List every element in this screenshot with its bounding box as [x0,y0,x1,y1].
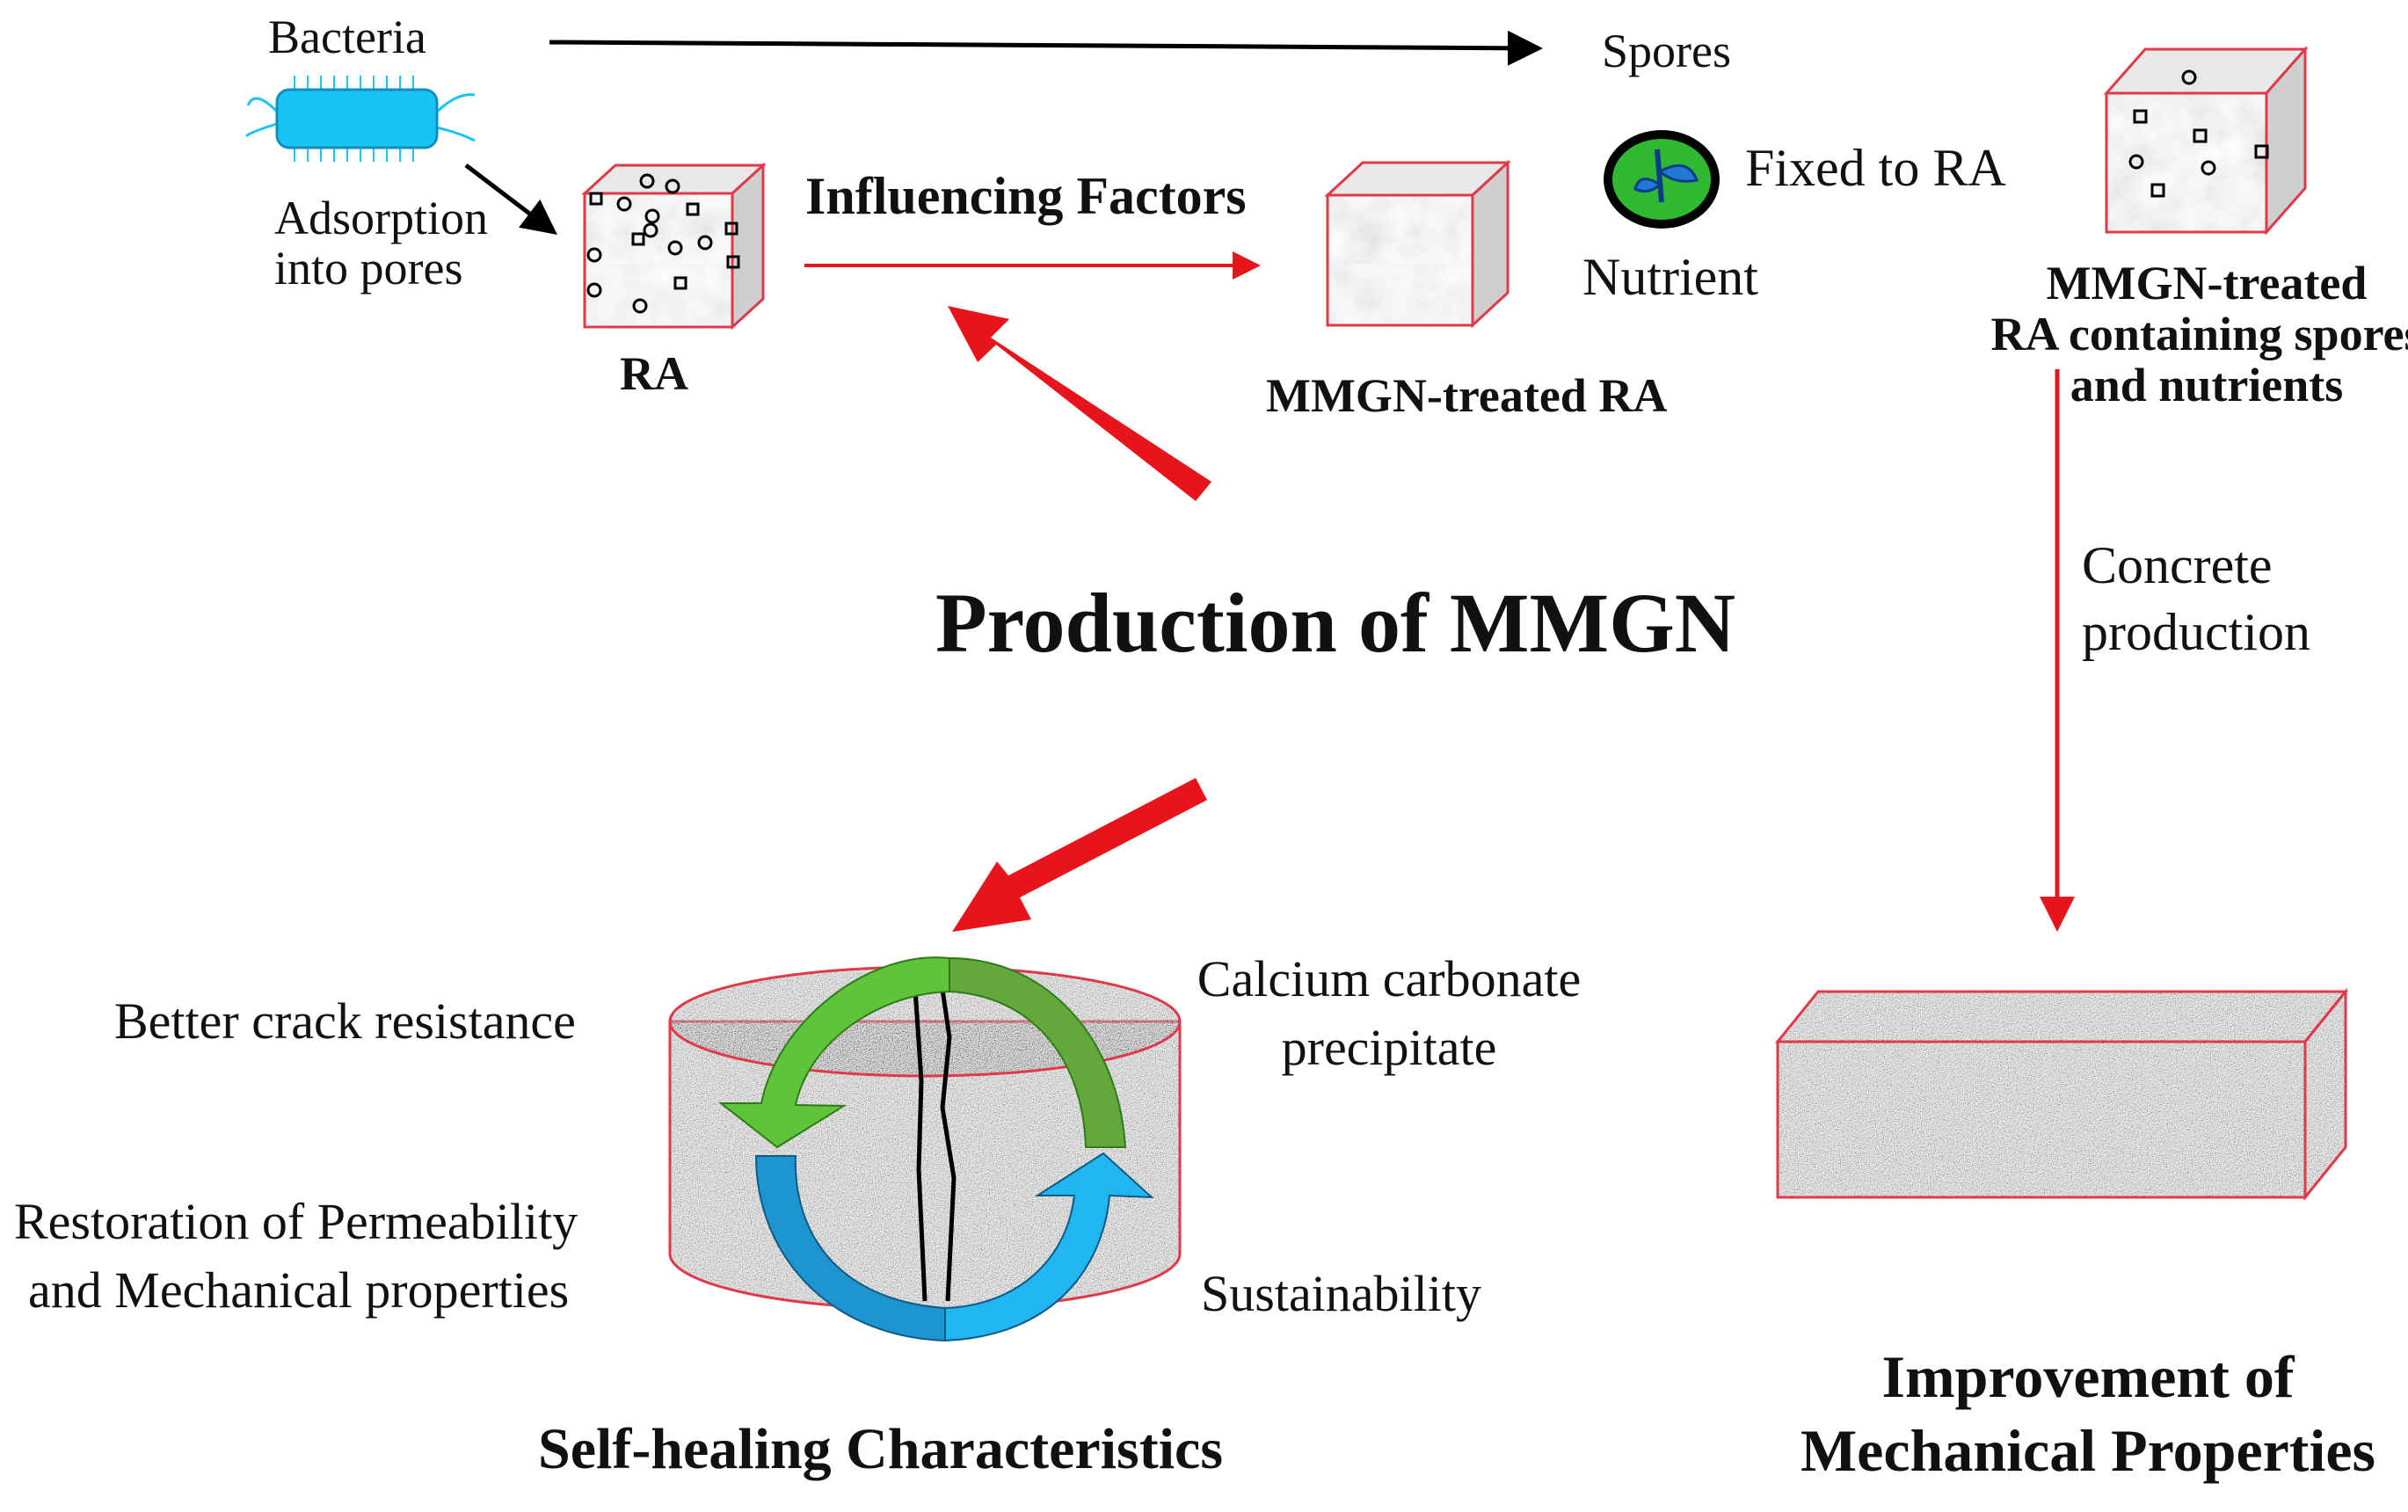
mmgn-spores-label-line2: RA containing spores [1990,308,2408,360]
green-cycle-arrow-left [718,956,950,1149]
mmgn-treated-ra-cube [1324,159,1511,329]
bacteria-icon [244,76,476,162]
production-to-factors-arrow [948,306,1211,501]
crack-lines [912,975,957,1302]
calcium-carbonate-label-line1: Calcium carbonate [1197,950,1582,1007]
permeability-label-line1: Restoration of Permeability [14,1193,578,1250]
improvement-title-line1: Improvement of [1881,1343,2295,1410]
calcium-carbonate-label-line2: precipitate [1281,1019,1497,1076]
adsorption-label-line1: Adsorption [274,192,488,244]
improvement-title-line2: Mechanical Properties [1800,1417,2375,1484]
nutrient-icon [1604,130,1720,229]
concrete-prism [1774,987,2349,1202]
ra-cube [581,162,767,331]
mmgn-spores-label-line3: and nutrients [2070,359,2344,411]
adsorption-label-line2: into pores [274,242,463,294]
mmgn-treated-ra-label: MMGN-treated RA [1266,369,1668,422]
mmgn-ra-spores-nutrients-cube [2103,46,2309,236]
spore-markers [2128,69,2269,198]
green-cycle-arrow-right [949,956,1127,1148]
blue-cycle-arrow-right [944,1152,1154,1342]
adsorption-arrow [464,164,557,236]
bacteria-label: Bacteria [268,11,426,63]
nutrient-label: Nutrient [1582,248,1758,306]
sustainability-label: Sustainability [1201,1265,1481,1322]
influencing-factors-label: Influencing Factors [805,167,1247,225]
spores-label: Spores [1602,25,1731,77]
fixed-to-ra-label: Fixed to RA [1745,139,2006,197]
bacteria-to-spores-arrow [549,30,1543,66]
diagram-title: Production of MMGN [935,576,1736,670]
mmgn-spores-label-line1: MMGN-treated [2046,257,2368,309]
concrete-production-label-line2: production [2082,603,2310,661]
self-healing-title: Self-healing Characteristics [538,1417,1224,1481]
crack-resistance-label: Better crack resistance [114,992,576,1050]
ra-pores [586,173,740,314]
concrete-production-label-line1: Concrete [2082,536,2273,594]
ra-label: RA [620,347,688,400]
production-to-self-healing-arrow [952,778,1207,932]
permeability-label-line2: and Mechanical properties [28,1261,570,1319]
